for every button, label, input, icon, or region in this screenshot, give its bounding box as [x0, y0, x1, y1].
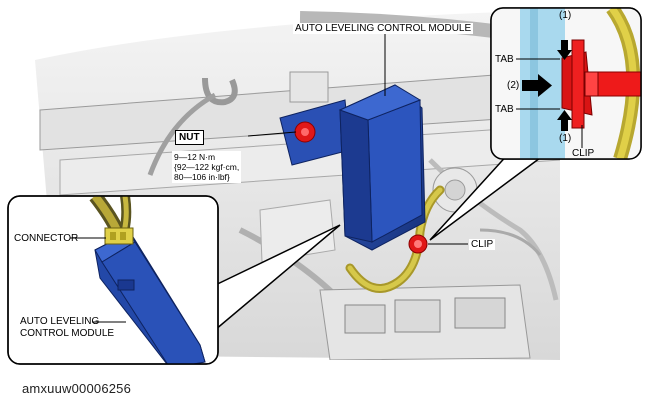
arrow-right-icon: [522, 74, 552, 97]
torque-line-1: 9—12 N·m: [174, 152, 216, 162]
nut-marker: [294, 121, 316, 143]
torque-line-3: 80—106 in·lbf}: [174, 172, 230, 182]
tab-label-lower: TAB: [495, 104, 514, 115]
tab-label-upper: TAB: [495, 54, 514, 65]
clip-detail-inset: [429, 7, 642, 241]
nut-label: NUT: [175, 130, 204, 145]
callout-1-top: (1): [559, 10, 572, 21]
module-label-inset: AUTO LEVELING CONTROL MODULE: [20, 316, 114, 340]
torque-line-2: {92—122 kgf·cm,: [174, 162, 240, 172]
arrow-up-icon: [557, 110, 572, 131]
callout-1-bottom: (1): [559, 133, 572, 144]
module-inset-line-1: AUTO LEVELING: [20, 316, 100, 327]
clip-label-main: CLIP: [469, 239, 496, 250]
arrow-down-icon: [557, 40, 572, 60]
figure-code: amxuuw00006256: [22, 381, 132, 396]
module-label-top: AUTO LEVELING CONTROL MODULE: [293, 23, 474, 34]
connector-label: CONNECTOR: [14, 233, 79, 244]
torque-spec: 9—12 N·m {92—122 kgf·cm, 80—106 in·lbf}: [172, 151, 242, 183]
module-inset-line-2: CONTROL MODULE: [20, 328, 115, 339]
callout-2: (2): [507, 80, 520, 91]
connector-detail-inset: [7, 195, 341, 365]
clip-label-inset: CLIP: [572, 148, 595, 159]
clip-marker: [408, 234, 428, 254]
